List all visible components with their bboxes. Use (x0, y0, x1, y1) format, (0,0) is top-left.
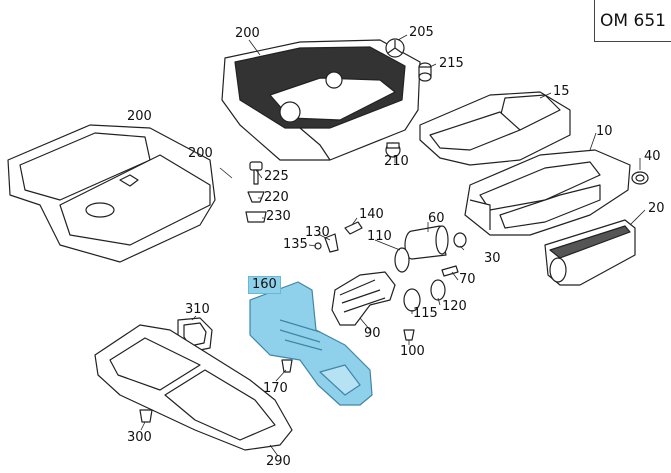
callout-40[interactable]: 40 (644, 149, 661, 164)
filter-element[interactable] (544, 219, 636, 286)
callout-135[interactable]: 135 (283, 237, 308, 252)
emblem-part[interactable] (385, 38, 405, 58)
intake-hose[interactable] (331, 271, 396, 326)
callout-200-mid[interactable]: 200 (188, 146, 213, 161)
callout-220[interactable]: 220 (264, 190, 289, 205)
air-filter-housing-top[interactable] (419, 91, 571, 166)
callout-200-left[interactable]: 200 (127, 109, 152, 124)
callout-140[interactable]: 140 (359, 207, 384, 222)
callout-130[interactable]: 130 (305, 225, 330, 240)
grommet-part[interactable] (385, 142, 401, 158)
callout-30[interactable]: 30 (484, 251, 501, 266)
sensor-bracket-parts[interactable] (314, 221, 363, 253)
callout-210[interactable]: 210 (384, 154, 409, 169)
air-duct-highlighted[interactable] (249, 281, 373, 406)
callout-100[interactable]: 100 (400, 344, 425, 359)
callout-115[interactable]: 115 (413, 306, 438, 321)
callout-200-top[interactable]: 200 (235, 26, 260, 41)
callout-70[interactable]: 70 (459, 272, 476, 287)
engine-cover-top[interactable] (221, 39, 421, 161)
callout-90[interactable]: 90 (364, 326, 381, 341)
callout-310[interactable]: 310 (185, 302, 210, 317)
callout-120[interactable]: 120 (442, 299, 467, 314)
grommet-part[interactable] (418, 62, 432, 82)
callout-20[interactable]: 20 (648, 201, 665, 216)
callout-225[interactable]: 225 (264, 169, 289, 184)
seal-ring-part[interactable] (631, 171, 649, 185)
airflow-sensor[interactable] (404, 225, 449, 260)
clamp-part[interactable] (394, 247, 410, 273)
engine-cover-left[interactable] (7, 124, 216, 263)
callout-170[interactable]: 170 (263, 381, 288, 396)
air-filter-housing[interactable] (464, 149, 631, 236)
callout-230[interactable]: 230 (266, 209, 291, 224)
callout-300[interactable]: 300 (127, 430, 152, 445)
callout-215[interactable]: 215 (439, 56, 464, 71)
callout-290[interactable]: 290 (266, 454, 291, 469)
fastener-parts[interactable] (245, 161, 267, 223)
retaining-clips[interactable] (139, 359, 293, 423)
callout-205[interactable]: 205 (409, 25, 434, 40)
engine-model-label: OM 651 (594, 0, 671, 42)
callout-15[interactable]: 15 (553, 84, 570, 99)
bolt-part[interactable] (441, 265, 459, 277)
clip-part[interactable] (403, 329, 415, 341)
callout-160-highlighted[interactable]: 160 (248, 276, 281, 294)
callout-110[interactable]: 110 (367, 229, 392, 244)
seal-part[interactable] (453, 232, 467, 248)
lower-cover-tray[interactable] (94, 324, 293, 451)
callout-10[interactable]: 10 (596, 124, 613, 139)
callout-60[interactable]: 60 (428, 211, 445, 226)
clamp-rings[interactable] (403, 279, 446, 312)
